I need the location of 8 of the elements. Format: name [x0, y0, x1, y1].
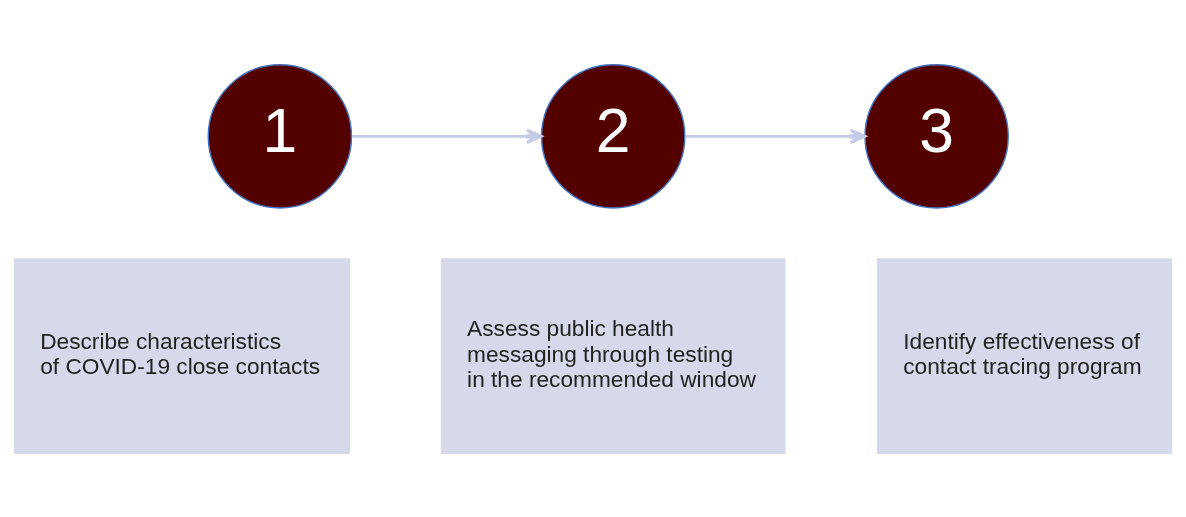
node-box: Identify effectiveness of contact tracing program	[877, 257, 1173, 454]
node-circle: 1	[207, 63, 353, 209]
node-box: Describe characteristics of COVID-19 close contacts	[13, 257, 351, 454]
arrow	[352, 128, 543, 144]
node-circle: 2	[540, 63, 686, 209]
node-box: Assess public health messaging through testing in the recommended window	[440, 257, 786, 454]
arrow	[685, 128, 867, 144]
node-circle: 3	[864, 63, 1009, 209]
